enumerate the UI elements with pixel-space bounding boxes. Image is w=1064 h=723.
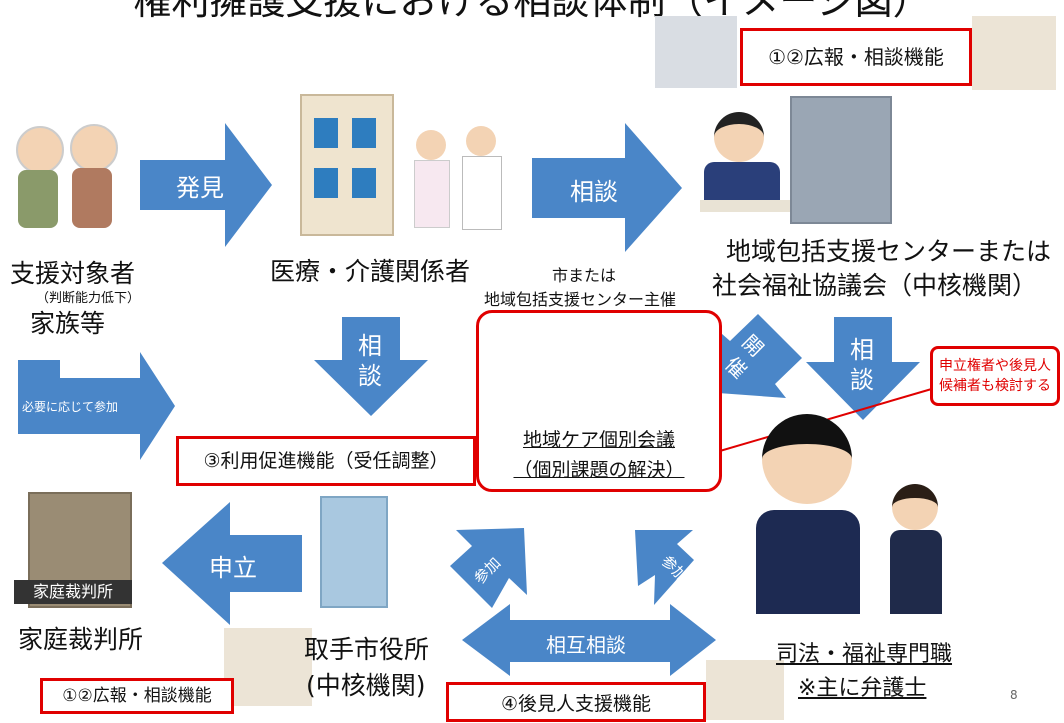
community-care-meeting-box: 地域ケア個別会議 （個別課題の解決） [476,310,722,492]
callout-line-1: 申立権者や後見人 [939,358,1051,374]
consult-right-label-2: 談 [850,366,874,394]
consult-label: 相談 [570,178,618,206]
city-hall-label-1: 取手市役所 [304,635,430,664]
office-building-illustration [790,96,892,224]
pr-consultation-box-top: ①②広報・相談機能 [740,28,972,86]
participate-arrow [18,352,175,460]
center-label-2: 社会福祉協議会（中核機関） [712,271,1038,300]
center-label-1: 地域包括支援センターまたは [726,237,1052,266]
callout-line-2: 候補者も検討する [939,378,1051,394]
meeting-title: 地域ケア個別会議 [522,429,675,451]
court-label: 家庭裁判所 [18,625,144,654]
elderly-couple-illustration [8,118,124,236]
court-sign: 家庭裁判所 [14,580,132,604]
join-arrow-left [450,528,527,608]
host-label-1: 市または [552,266,617,285]
city-hall-building-illustration [320,496,388,608]
page-number: 8 [1010,688,1018,702]
petition-arrow [162,502,302,625]
consult-down-label-2: 談 [358,362,382,390]
counseling-illustration-top [972,16,1056,90]
legal-label-2: ※主に弁護士 [798,676,927,701]
mutual-label: 相互相談 [546,633,626,657]
subject-label: 支援対象者 [10,259,136,288]
meeting-subtitle: （個別課題の解決） [513,459,685,481]
city-hall-label-2: (中核機関) [306,671,426,700]
join-arrow-right [635,530,694,605]
subject-sub-label: （判断能力低下） [36,291,141,306]
host-label-2: 地域包括支援センター主催 [484,290,677,309]
consult-down-arrow [314,317,428,416]
hospital-building-illustration [300,94,394,236]
hold-arrow [713,314,802,398]
petition-label: 申立 [209,554,257,582]
mutual-arrow [462,604,716,676]
callout-box: 申立権者や後見人 候補者も検討する [930,346,1060,406]
medical-label: 医療・介護関係者 [270,257,471,286]
counseling-illustration-bottom [224,628,312,706]
office-worker-illustration [700,112,790,212]
discover-arrow [140,123,272,247]
discover-label: 発見 [176,174,224,202]
counseling-illustration-guardian [706,660,784,720]
pr-consultation-box-bottom: ①②広報・相談機能 [40,678,234,714]
lawyers-illustration [756,414,952,614]
family-label: 家族等 [30,309,106,338]
doctor-nurse-illustration [410,126,510,232]
presentation-illustration [655,16,737,88]
consult-down-arrow-right [806,317,920,420]
legal-label-1: 司法・福祉専門職 [776,642,953,667]
consult-down-label-1: 相 [358,332,382,360]
guardian-support-box: ④後見人支援機能 [446,682,706,722]
consult-right-label-1: 相 [850,336,874,364]
participate-label: 必要に応じて参加 [22,400,119,414]
promotion-function-box: ③利用促進機能（受任調整） [176,436,476,486]
consult-arrow [532,123,682,252]
